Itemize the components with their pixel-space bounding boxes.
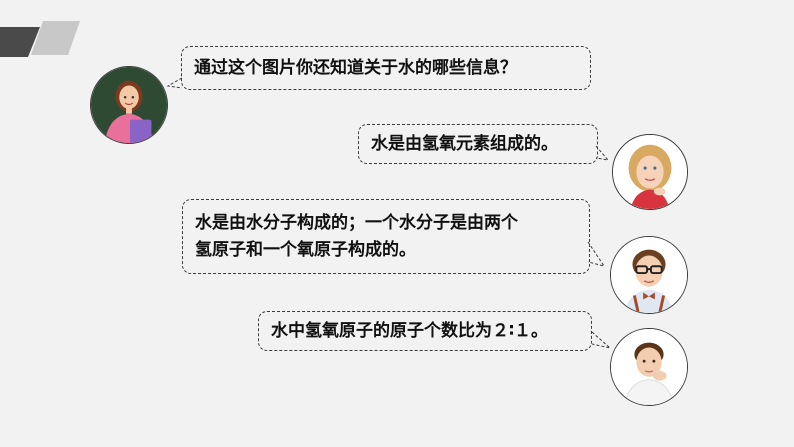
header-decoration xyxy=(0,21,80,57)
girl-portrait-icon xyxy=(613,135,687,209)
answer-2-text: 水是由水分子构成的；一个水分子是由两个 氢原子和一个氧原子构成的。 xyxy=(195,212,518,260)
decoration-bar-light xyxy=(31,21,80,55)
question-text: 通过这个图片你还知道关于水的哪些信息？ xyxy=(194,57,517,78)
answer-bubble-3: 水中氢氧原子的原子个数比为２∶１。 xyxy=(258,311,592,351)
boy-portrait-icon xyxy=(611,329,687,405)
answer-3-text: 水中氢氧原子的原子个数比为２∶１。 xyxy=(271,320,548,341)
question-bubble: 通过这个图片你还知道关于水的哪些信息？ xyxy=(181,46,591,90)
answer-bubble-1-tail xyxy=(595,145,610,161)
girl-student-avatar xyxy=(612,134,688,210)
answer-bubble-1: 水是由氢氧元素组成的。 xyxy=(358,124,598,164)
boy-student-avatar xyxy=(610,328,688,406)
answer-bubble-3-tail xyxy=(591,331,612,349)
answer-1-text: 水是由氢氧元素组成的。 xyxy=(371,133,558,154)
teacher-avatar xyxy=(90,66,168,144)
answer-bubble-2: 水是由水分子构成的；一个水分子是由两个 氢原子和一个氧原子构成的。 xyxy=(182,199,590,274)
decoration-bar-dark xyxy=(0,27,40,57)
boy-glasses-avatar xyxy=(610,236,688,314)
question-bubble-tail xyxy=(166,77,183,89)
teacher-portrait-icon xyxy=(91,67,167,143)
boy-glasses-portrait-icon xyxy=(611,237,687,313)
